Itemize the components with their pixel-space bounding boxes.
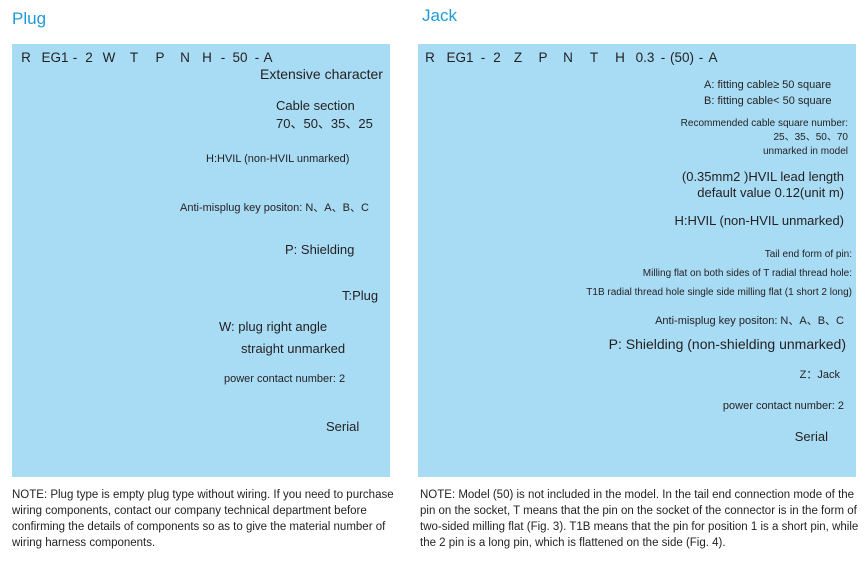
code-char: -	[660, 50, 666, 65]
code-char: EG1	[446, 50, 474, 65]
code-char: P	[538, 50, 548, 65]
jack-bar-power-v	[506, 44, 530, 373]
jack-serial-label: Serial	[794, 429, 828, 444]
jack-tail-label-1: Tail end form of pin:	[764, 249, 852, 260]
code-char: R	[21, 50, 31, 65]
jack-bar-shield-v	[530, 44, 556, 353]
jack-tail-label-2: Milling flat on both sides of T radial t…	[642, 268, 852, 279]
plug-hvil-label: H:HVIL (non-HVIL unmarked)	[206, 153, 350, 165]
code-char: 2	[85, 50, 93, 65]
code-char: -	[254, 50, 260, 65]
plug-title: Plug	[12, 9, 47, 28]
jack-bar-shield	[530, 330, 856, 353]
plug-shielding-label: P: Shielding	[285, 242, 355, 257]
plug-bar-power	[70, 366, 390, 392]
code-char: Z	[513, 50, 523, 65]
jack-lead-label-2: default value 0.12(unit m)	[697, 185, 844, 200]
code-char: -	[72, 50, 78, 65]
code-char: -	[698, 50, 704, 65]
code-char: -	[220, 50, 226, 65]
plug-serial-label: Serial	[326, 419, 360, 434]
code-char: 2	[493, 50, 501, 65]
code-char: A	[263, 50, 273, 65]
plug-bar-cable	[228, 93, 386, 132]
plug-bar-plug-v	[120, 44, 148, 306]
jack-bar-hvil-v	[608, 44, 632, 240]
code-char: H	[202, 50, 212, 65]
jack-power-label: power contact number: 2	[722, 400, 844, 412]
jack-recommended-label: Recommended cable square number:	[680, 118, 848, 129]
plug-angle-label-1: W: plug right angle	[219, 319, 328, 334]
jack-key-label: Anti-misplug key positon: N、A、B、C	[655, 315, 844, 327]
code-char: 0.3	[635, 50, 655, 65]
code-char: W	[102, 50, 116, 65]
code-char: A	[708, 50, 718, 65]
jack-bar-fit	[696, 75, 856, 111]
plug-note: NOTE: Plug type is empty plug type witho…	[12, 489, 394, 549]
code-char: EG1	[41, 50, 69, 65]
plug-cable-section-label: Cable section	[276, 98, 355, 113]
plug-bar-key-v	[172, 44, 198, 220]
code-char: -	[480, 50, 486, 65]
jack-bar-key-v	[556, 44, 580, 330]
jack-shielding-label: P: Shielding (non-shielding unmarked)	[608, 336, 846, 352]
code-char: T	[589, 50, 599, 65]
jack-bar-tail	[580, 240, 856, 308]
plug-bar-key	[172, 197, 390, 220]
plug-power-label: power contact number: 2	[224, 373, 346, 385]
code-char: N	[180, 50, 190, 65]
plug-bar-series	[40, 44, 70, 367]
jack-fit-a-label: A: fitting cable≥ 50 square	[704, 79, 832, 91]
plug-extensive-label: Extensive character	[260, 66, 383, 82]
plug-plug-label: T:Plug	[342, 288, 379, 303]
code-char: R	[425, 50, 435, 65]
jack-tail-label-3: T1B radial thread hole single side milli…	[586, 287, 852, 298]
code-char: T	[129, 50, 139, 65]
jack-fit-b-label: B: fitting cable< 50 square	[704, 95, 832, 107]
jack-bar-power	[478, 395, 856, 418]
plug-bar-power-v	[70, 44, 98, 392]
jack-jack-label: Z：Jack	[799, 369, 840, 381]
plug-cable-values: 70、50、35、25	[276, 116, 373, 131]
jack-title: Jack	[422, 6, 457, 25]
jack-lead-label-1: (0.35mm2 )HVIL lead length	[681, 169, 844, 184]
plug-bar-plug	[120, 283, 390, 306]
code-char: 50	[232, 50, 248, 65]
jack-recommended-note: unmarked in model	[762, 146, 848, 157]
code-char: P	[155, 50, 165, 65]
jack-note: NOTE: Model (50) is not included in the …	[420, 489, 859, 549]
code-char: H	[615, 50, 625, 65]
jack-recommended-values: 25、35、50、70	[773, 132, 849, 143]
plug-angle-label-2: straight unmarked	[241, 341, 346, 356]
jack-hvil-label: H:HVIL (non-HVIL unmarked)	[674, 213, 844, 228]
code-char: (50)	[669, 50, 694, 65]
jack-bar-lead	[632, 165, 856, 204]
code-char: N	[563, 50, 573, 65]
jack-bar-series	[478, 44, 506, 418]
plug-key-label: Anti-misplug key positon: N、A、B、C	[180, 202, 369, 214]
